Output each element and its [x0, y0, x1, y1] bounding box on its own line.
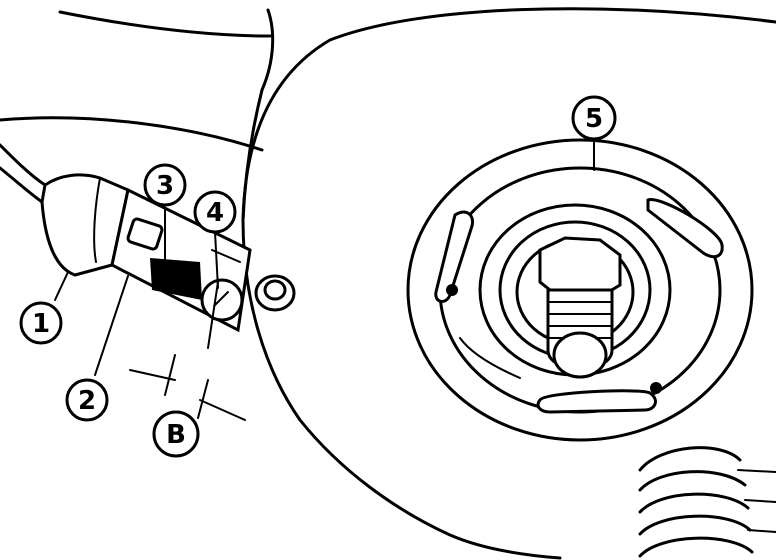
- dimension-b: [129, 281, 246, 421]
- callout-1-label: 1: [32, 309, 50, 339]
- callout-b: B: [152, 410, 200, 458]
- hub-assembly: [406, 138, 754, 442]
- callout-2: 2: [65, 378, 109, 422]
- callout-1: 1: [19, 301, 63, 345]
- callout-3: 3: [143, 163, 187, 207]
- callout-b-label: B: [166, 420, 186, 450]
- callout-4: 4: [193, 190, 237, 234]
- callout-4-label: 4: [206, 198, 224, 228]
- callout-5: 5: [571, 95, 617, 141]
- callout-3-label: 3: [156, 171, 174, 201]
- spring: [638, 446, 776, 558]
- leader-lines: [54, 139, 595, 376]
- upper-housing: [0, 8, 275, 152]
- rotor-housing: [241, 7, 776, 560]
- callout-5-label: 5: [585, 104, 603, 134]
- callout-2-label: 2: [78, 386, 96, 416]
